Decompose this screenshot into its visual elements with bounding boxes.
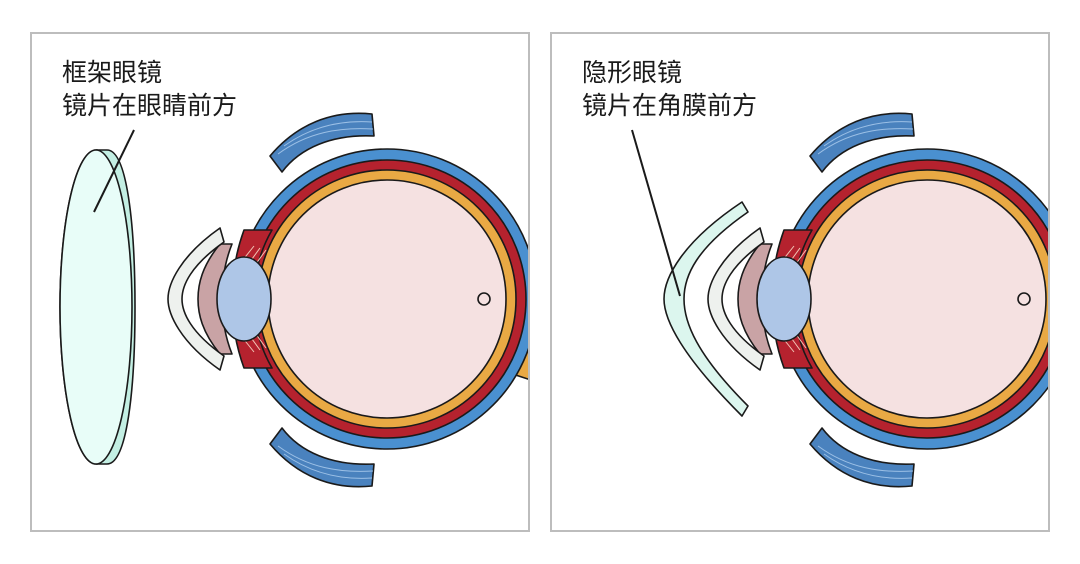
panel-contact-lens: 隐形眼镜 镜片在角膜前方 — [550, 32, 1050, 532]
panel-spectacles: 框架眼镜 镜片在眼睛前方 — [30, 32, 530, 532]
eye-diagram-spectacles — [59, 112, 528, 488]
panel-title: 隐形眼镜 — [582, 58, 683, 87]
spectacle-lens — [59, 149, 136, 465]
optic-disc — [1017, 292, 1031, 306]
crystalline-lens — [756, 256, 812, 342]
cornea — [707, 227, 765, 371]
superior-muscle — [809, 112, 915, 173]
panel-title: 框架眼镜 — [62, 58, 163, 87]
vitreous-body — [267, 179, 507, 419]
caption-spectacles: 框架眼镜 镜片在眼睛前方 — [62, 56, 237, 122]
leader-line — [631, 129, 681, 297]
superior-muscle — [269, 112, 375, 173]
inferior-muscle — [269, 427, 375, 488]
inferior-muscle — [809, 427, 915, 488]
crystalline-lens — [216, 256, 272, 342]
contact-lens — [663, 201, 749, 417]
optic-disc — [477, 292, 491, 306]
panel-subtitle: 镜片在角膜前方 — [582, 91, 758, 120]
vitreous-body — [807, 179, 1047, 419]
leader-line — [93, 129, 135, 213]
panel-subtitle: 镜片在眼睛前方 — [62, 91, 238, 120]
cornea — [167, 227, 225, 371]
eye-diagram-contact-lens — [631, 112, 1048, 488]
caption-contact-lens: 隐形眼镜 镜片在角膜前方 — [582, 56, 757, 122]
